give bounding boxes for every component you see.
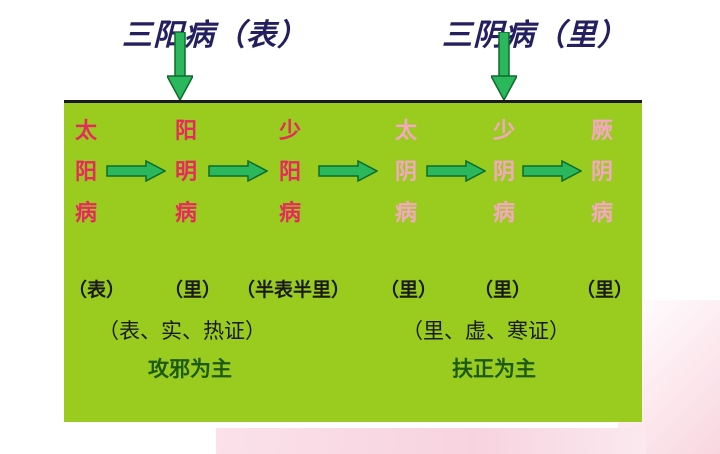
stage-char: 阴 bbox=[590, 160, 613, 185]
stage-char: 病 bbox=[492, 201, 515, 226]
stage-char: 少 bbox=[278, 119, 301, 144]
stage-char: 阳 bbox=[174, 119, 197, 144]
stage-char: 病 bbox=[174, 201, 197, 226]
down-arrow-icon bbox=[167, 32, 193, 100]
header-three-yin: 三阴病（里） bbox=[442, 18, 628, 53]
stage-char: 阴 bbox=[492, 160, 515, 185]
yin-treatment-principle: 扶正为主 bbox=[452, 357, 536, 381]
nature-label: （半表半里） bbox=[236, 279, 351, 301]
nature-label: （里） bbox=[576, 279, 634, 301]
right-arrow-icon bbox=[208, 160, 268, 182]
yang-detail: （表、实、热证） bbox=[98, 319, 266, 343]
stage-taiyin: 太 阴 病 bbox=[386, 111, 426, 234]
background-decoration bbox=[216, 428, 646, 454]
nature-label: （里） bbox=[474, 279, 532, 301]
stage-char: 病 bbox=[394, 201, 417, 226]
stage-char: 厥 bbox=[590, 119, 613, 144]
nature-label: （里） bbox=[164, 279, 222, 301]
stage-char: 阳 bbox=[74, 160, 97, 185]
stage-char: 病 bbox=[74, 201, 97, 226]
stage-taiyang: 太 阳 病 bbox=[66, 111, 106, 234]
six-meridian-panel: 太 阳 病 阳 明 病 少 阳 病 太 阴 病 少 阴 病 厥 阴 病 （表） bbox=[64, 100, 642, 422]
nature-label: （表） bbox=[68, 279, 126, 301]
stage-char: 病 bbox=[278, 201, 301, 226]
right-arrow-icon bbox=[318, 160, 378, 182]
right-arrow-icon bbox=[522, 160, 582, 182]
stage-char: 太 bbox=[394, 119, 417, 144]
stage-shaoyin: 少 阴 病 bbox=[484, 111, 524, 234]
right-arrow-icon bbox=[426, 160, 486, 182]
yin-detail: （里、虚、寒证） bbox=[402, 319, 570, 343]
stage-yangming: 阳 明 病 bbox=[166, 111, 206, 234]
stage-jueyin: 厥 阴 病 bbox=[582, 111, 622, 234]
stage-char: 太 bbox=[74, 119, 97, 144]
stage-char: 病 bbox=[590, 201, 613, 226]
down-arrow-icon bbox=[491, 32, 517, 100]
yang-treatment-principle: 攻邪为主 bbox=[148, 357, 232, 381]
stage-char: 阳 bbox=[278, 160, 301, 185]
stage-char: 少 bbox=[492, 119, 515, 144]
stage-char: 阴 bbox=[394, 160, 417, 185]
stage-char: 明 bbox=[174, 160, 197, 185]
stage-shaoyang: 少 阳 病 bbox=[270, 111, 310, 234]
right-arrow-icon bbox=[106, 160, 166, 182]
nature-label: （里） bbox=[380, 279, 438, 301]
header-three-yang: 三阳病（表） bbox=[122, 18, 308, 53]
